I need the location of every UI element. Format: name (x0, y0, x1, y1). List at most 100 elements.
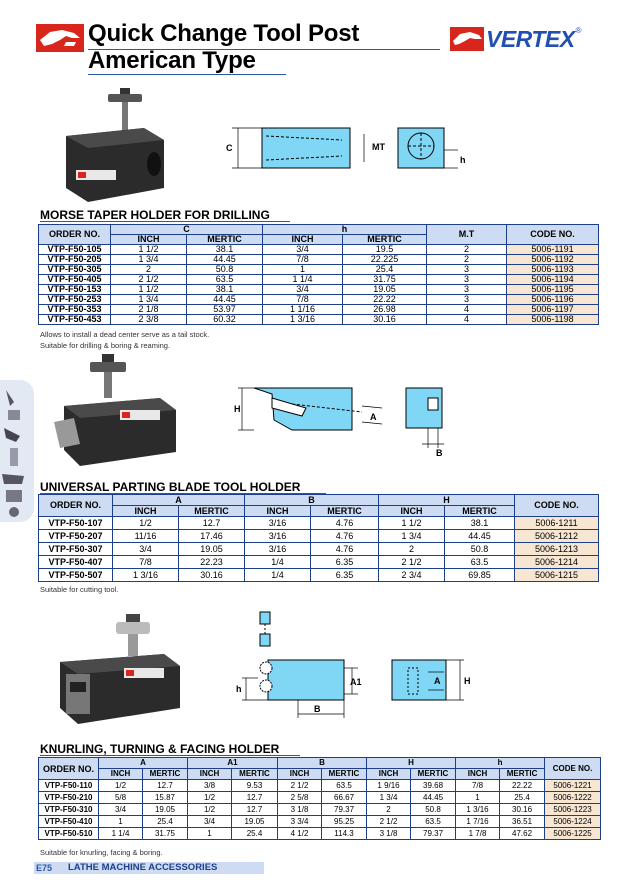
order-no-cell: VTP-F50-110 (38, 779, 99, 792)
value-cell: 7/8 (455, 779, 501, 792)
value-cell: 3 (426, 274, 507, 285)
knurling-holder-photo (60, 614, 180, 724)
header-sub-inch: INCH (277, 768, 323, 780)
value-cell: 19.05 (142, 803, 188, 816)
value-cell: 1/4 (244, 568, 311, 582)
value-cell: 63.5 (321, 779, 368, 792)
value-cell: 44.45 (186, 254, 263, 265)
order-no-cell: VTP-F50-353 (38, 304, 111, 315)
code-no-cell: 5006-1214 (514, 555, 599, 569)
brand-logo: VERTEX ® (450, 26, 596, 52)
value-cell: 15.87 (142, 791, 188, 804)
code-no-cell: 5006-1193 (506, 264, 599, 275)
value-cell: 25.4 (499, 791, 546, 804)
header-sub-inch: INCH (378, 505, 445, 517)
value-cell: 22.22 (499, 779, 546, 792)
value-cell: 3 (426, 284, 507, 295)
order-no-cell: VTP-F50-305 (38, 264, 111, 275)
value-cell: 3/4 (187, 815, 232, 828)
value-cell: 3 1/8 (366, 827, 412, 840)
header-sub-inch: INCH (110, 234, 187, 245)
value-cell: 47.62 (499, 827, 546, 840)
section-rule-knurling (40, 755, 300, 756)
value-cell: 3 3/4 (277, 815, 323, 828)
value-cell: 79.37 (410, 827, 457, 840)
value-cell: 39.68 (410, 779, 457, 792)
header-order-no: ORDER NO. (38, 494, 113, 517)
title-line-1: Quick Change Tool Post (88, 20, 360, 47)
order-no-cell: VTP-F50-205 (38, 254, 111, 265)
value-cell: 2 5/8 (277, 791, 323, 804)
header-code-no: CODE NO. (514, 494, 599, 517)
header-h: h (262, 224, 427, 235)
value-cell: 31.75 (342, 274, 427, 285)
value-cell: 2 1/2 (378, 555, 445, 569)
value-cell: 4.76 (310, 516, 379, 530)
value-cell: 19.05 (342, 284, 427, 295)
header-sub-metric: MERTIC (444, 505, 515, 517)
title-line-2: American Type (88, 47, 256, 74)
dim-h-label: H (234, 404, 241, 414)
dim-mt-label: MT (372, 142, 385, 152)
value-cell: 53.97 (186, 304, 263, 315)
value-cell: 60.32 (186, 314, 263, 325)
section-rule-parting (40, 493, 326, 494)
parting-blade-table: ORDER NO. A B H CODE NO. INCH MERTIC INC… (38, 494, 599, 582)
value-cell: 25.4 (142, 815, 188, 828)
header-a: A (98, 757, 188, 769)
code-no-cell: 5006-1223 (544, 803, 602, 816)
value-cell: 19.05 (178, 542, 245, 556)
value-cell: 2 1/2 (366, 815, 412, 828)
value-cell: 19.5 (342, 244, 427, 255)
value-cell: 1 3/16 (112, 568, 179, 582)
value-cell: 26.98 (342, 304, 427, 315)
value-cell: 1 1/4 (98, 827, 143, 840)
value-cell: 3/4 (98, 803, 143, 816)
header-sub-inch: INCH (366, 768, 412, 780)
parting-blade-drawing: H A B (234, 387, 444, 458)
morse-taper-drawing: C MT h (226, 127, 466, 169)
header-sub-metric: MERTIC (142, 768, 188, 780)
code-no-cell: 5006-1196 (506, 294, 599, 305)
code-no-cell: 5006-1191 (506, 244, 599, 255)
value-cell: 1 1/2 (378, 516, 445, 530)
header-sub-inch: INCH (244, 505, 311, 517)
value-cell: 2 1/8 (110, 304, 187, 315)
value-cell: 2 (378, 542, 445, 556)
value-cell: 6.35 (310, 555, 379, 569)
dim-b-label: B (436, 448, 443, 458)
value-cell: 3/16 (244, 542, 311, 556)
header-order-no: ORDER NO. (38, 224, 111, 245)
section-title-knurling: KNURLING, TURNING & FACING HOLDER (40, 742, 280, 756)
value-cell: 7/8 (112, 555, 179, 569)
header-sub-metric: MERTIC (321, 768, 368, 780)
value-cell: 2 1/2 (110, 274, 187, 285)
code-no-cell: 5006-1192 (506, 254, 599, 265)
value-cell: 1/2 (112, 516, 179, 530)
value-cell: 1 3/16 (262, 314, 343, 325)
header-sub-metric: MERTIC (230, 768, 279, 780)
header-sub-inch: INCH (98, 768, 143, 780)
dim-h-label: H (464, 676, 471, 686)
value-cell: 12.7 (230, 803, 279, 816)
value-cell: 1 (455, 791, 501, 804)
header-sub-inch: INCH (455, 768, 501, 780)
code-no-cell: 5006-1195 (506, 284, 599, 295)
dim-h-label: h (460, 155, 466, 165)
value-cell: 4.76 (310, 542, 379, 556)
value-cell: 44.45 (186, 294, 263, 305)
value-cell: 2 (366, 803, 412, 816)
value-cell: 25.4 (230, 827, 279, 840)
value-cell: 17.46 (178, 529, 245, 543)
header-sub-metric: MERTIC (499, 768, 546, 780)
value-cell: 3 1/8 (277, 803, 323, 816)
code-no-cell: 5006-1222 (544, 791, 602, 804)
value-cell: 3/4 (262, 284, 343, 295)
